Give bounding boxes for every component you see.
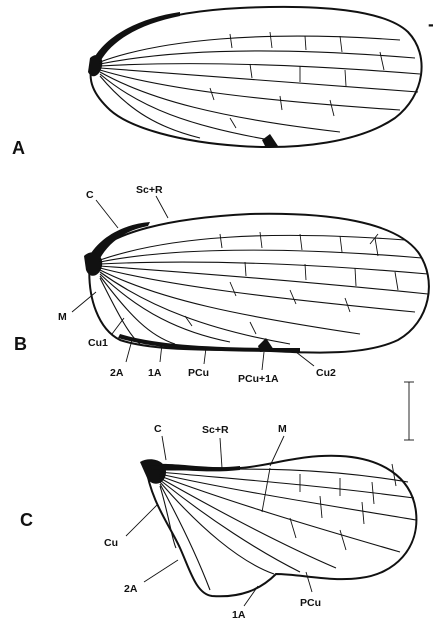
panel-b-label-pcu: PCu [188,367,209,379]
panel-c-label-cu: Cu [104,537,118,549]
panel-c-wing [140,456,416,597]
panel-a-corner-mark: - [428,14,433,34]
panel-a-letter: A [12,138,25,158]
panel-c-letter: C [20,510,33,530]
panel-c-label-1a: 1A [232,609,246,621]
panel-b-wing [84,214,429,353]
panel-c-label-m: M [278,423,287,435]
panel-b-label-cu1: Cu1 [88,337,108,349]
panel-b-label-sc-r: Sc+R [136,184,163,196]
panel-c-basal-sclerite [140,459,166,483]
panel-b-label-cu2: Cu2 [316,367,336,379]
panel-b-letter: B [14,334,27,354]
panel-b-label-pcu-1a: PCu+1A [238,373,279,385]
panel-b-label-2a: 2A [110,367,124,379]
panel-c-label-sc-r: Sc+R [202,424,229,436]
panel-b-label-c: C [86,189,94,201]
panel-a-wing [88,7,422,148]
scale-bar [404,382,414,440]
panel-c-label-c: C [154,423,162,435]
panel-b-label-m: M [58,311,67,323]
panel-c-label-pcu: PCu [300,597,321,609]
panel-c-label-2a: 2A [124,583,138,595]
panel-b-label-1a: 1A [148,367,162,379]
